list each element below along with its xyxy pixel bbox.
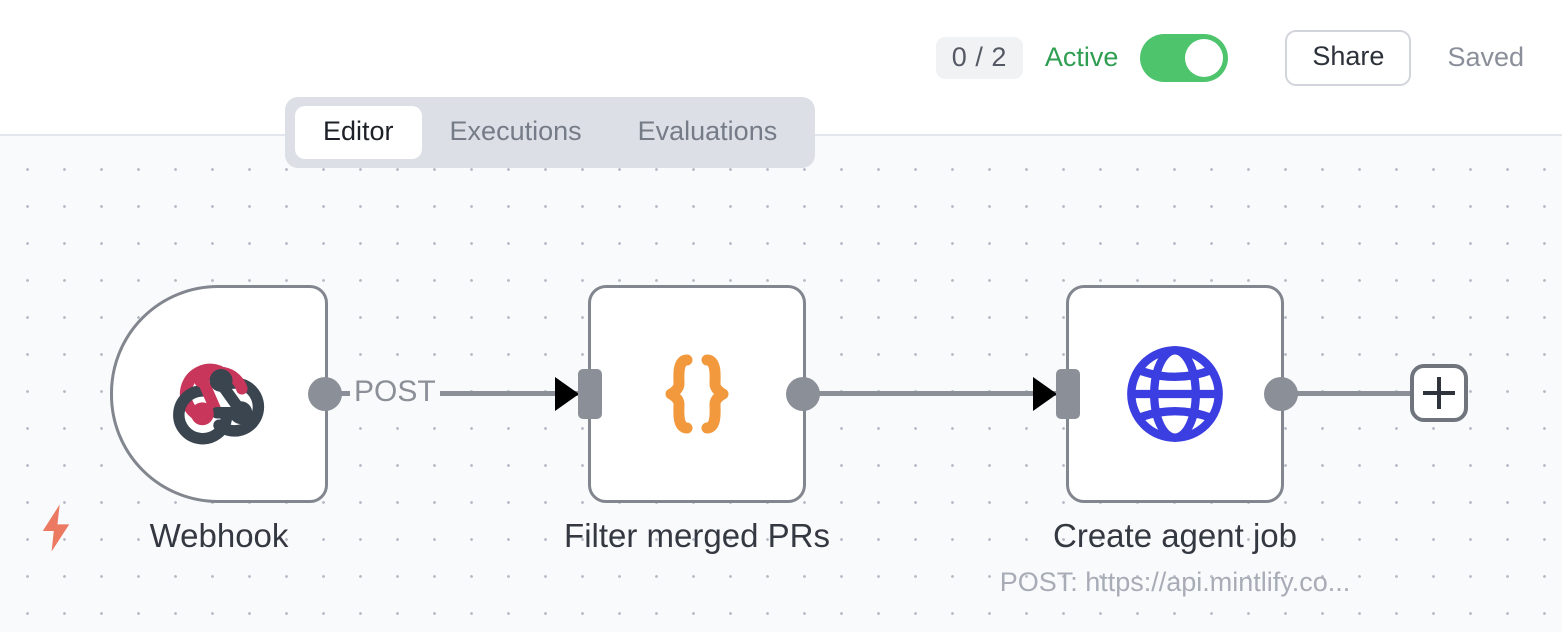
http-input-arrow: [1033, 377, 1057, 411]
http-input-port[interactable]: [1056, 369, 1080, 419]
node-http-subtitle: POST: https://api.mintlify.co...: [999, 567, 1351, 597]
node-webhook-body[interactable]: [110, 285, 342, 503]
saved-status-label: Saved: [1447, 42, 1524, 73]
tab-evaluations[interactable]: Evaluations: [610, 106, 806, 159]
node-http-body[interactable]: [1033, 285, 1298, 503]
node-webhook-label: Webhook: [149, 517, 289, 554]
edge-filter-to-http[interactable]: [812, 391, 1060, 396]
filter-input-arrow: [555, 377, 579, 411]
active-status-label: Active: [1044, 42, 1119, 73]
edge-webhook-to-filter[interactable]: [336, 391, 582, 396]
edge-label-post: POST: [350, 377, 440, 407]
trigger-bolt-icon: [38, 503, 74, 553]
node-http-label: Create agent job: [1052, 517, 1298, 554]
node-filter-body[interactable]: [555, 285, 820, 503]
edge-http-to-add[interactable]: [1292, 391, 1412, 396]
tab-executions[interactable]: Executions: [422, 106, 610, 159]
toggle-knob: [1185, 38, 1224, 77]
webhook-output-port[interactable]: [308, 377, 342, 411]
node-filter-label: Filter merged PRs: [564, 517, 830, 554]
header-actions: 0 / 2 Active Share Saved: [935, 30, 1524, 86]
webhook-icon: [164, 339, 274, 449]
filter-input-port[interactable]: [578, 369, 602, 419]
view-tabs: Editor Executions Evaluations: [285, 97, 816, 169]
tab-editor[interactable]: Editor: [295, 106, 422, 160]
share-button[interactable]: Share: [1285, 30, 1412, 86]
active-toggle-switch[interactable]: [1140, 33, 1229, 82]
execution-count-badge: 0 / 2: [935, 36, 1023, 80]
workflow-canvas[interactable]: POST: [0, 134, 1562, 632]
http-output-port[interactable]: [1264, 377, 1298, 411]
add-node-button[interactable]: [1410, 364, 1468, 422]
globe-icon: [1120, 339, 1230, 449]
code-braces-icon: [642, 339, 752, 449]
filter-output-port[interactable]: [786, 377, 820, 411]
